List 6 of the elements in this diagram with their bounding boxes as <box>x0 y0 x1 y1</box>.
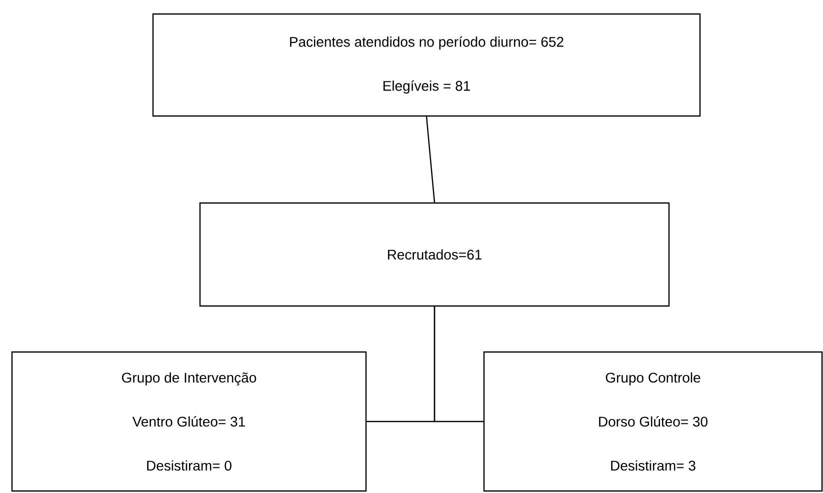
connector-line <box>426 116 436 202</box>
process-box: Grupo Controle Dorso Glúteo= 30 Desistiram= 3 <box>483 351 823 492</box>
connector-line <box>434 306 484 422</box>
process-box: Grupo de Intervenção Ventro Glúteo= 31 Desistiram= 0 <box>11 351 367 492</box>
process-box: Recrutados=61 <box>199 202 670 307</box>
process-box: Pacientes atendidos no período diurno= 652 Elegíveis = 81 <box>152 13 701 117</box>
